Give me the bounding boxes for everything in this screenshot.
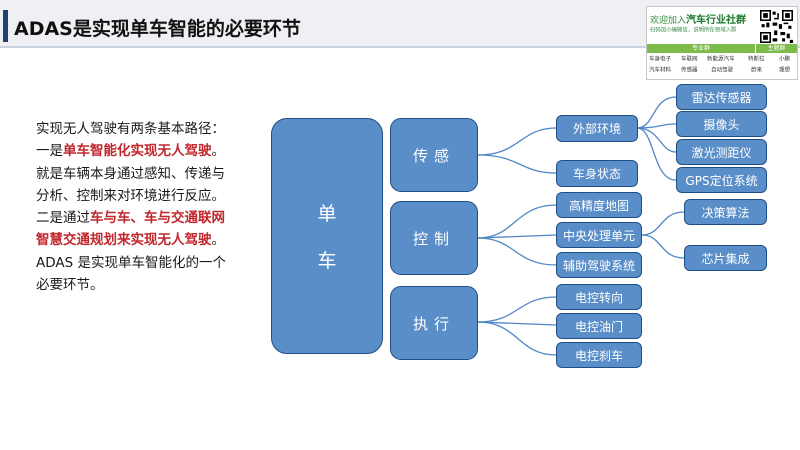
intro-line: 一是单车智能化实现无人驾驶。 <box>36 140 280 162</box>
promo-group-header: 专业群 <box>647 44 755 53</box>
node-driver-assist: 辅助驾驶系统 <box>556 252 642 278</box>
root-node-char: 车 <box>317 250 337 272</box>
promo-welcome: 欢迎加入汽车行业社群 <box>650 11 746 26</box>
promo-group-cell: 蔚来 <box>751 66 763 74</box>
promo-group-cell: 车联网 <box>681 55 698 63</box>
promo-group-cell: 小鹏 <box>779 55 791 63</box>
intro-line: 智慧交通规划来实现无人驾驶。 <box>36 229 280 251</box>
promo-group-cell: 自动驾驶 <box>711 66 734 74</box>
intro-prefix: 二是通过 <box>36 210 90 227</box>
node-vehicle-status: 车身状态 <box>556 160 638 187</box>
node-cpu: 中央处理单元 <box>556 222 642 248</box>
header-accent <box>3 10 8 42</box>
category-perception: 传感 <box>390 118 478 192</box>
intro-line: 分析、控制来对环境进行反应。 <box>36 187 225 204</box>
connector <box>636 127 677 153</box>
promo-group-cell: 汽车材料 <box>649 66 672 74</box>
root-node-single-vehicle: 单 车 <box>271 118 383 354</box>
intro-line: 二是通过车与车、车与交通联网 <box>36 207 280 229</box>
intro-suffix: 。 <box>211 232 226 249</box>
intro-line: 必要环节。 <box>36 277 104 294</box>
connector <box>477 127 557 156</box>
connector <box>477 296 557 323</box>
connector <box>477 321 557 326</box>
header-divider <box>0 46 800 48</box>
node-camera: 摄像头 <box>676 111 767 137</box>
qr-code-icon <box>760 10 793 43</box>
connector <box>636 96 677 129</box>
intro-line: 就是车辆本身通过感知、传递与 <box>36 165 225 182</box>
community-promo-panel: 欢迎加入汽车行业社群 扫码加小编微信，说明所在领域入群 专业群 主题群 车身电子… <box>646 6 798 80</box>
connector <box>477 321 557 356</box>
node-gps: GPS定位系统 <box>676 167 767 193</box>
intro-prefix: 一是 <box>36 143 63 160</box>
promo-welcome-highlight: 汽车行业社群 <box>686 15 747 26</box>
category-control: 控制 <box>390 201 478 275</box>
intro-text: 实现无人驾驶有两条基本路径： 一是单车智能化实现无人驾驶。 就是车辆本身通过感知… <box>36 118 280 296</box>
promo-group-cell: 新能源汽车 <box>707 55 735 63</box>
connector <box>477 234 557 239</box>
intro-line: ADAS 是实现单车智能化的一个 <box>36 254 226 271</box>
promo-group-cell: 特斯拉 <box>748 55 765 63</box>
intro-line: 实现无人驾驶有两条基本路径： <box>36 121 225 137</box>
node-electronic-throttle: 电控油门 <box>556 313 642 339</box>
intro-highlight: 智慧交通规划来实现无人驾驶 <box>36 232 212 249</box>
connector <box>641 211 685 236</box>
node-radar-sensor: 雷达传感器 <box>676 84 767 110</box>
root-node-char: 单 <box>317 203 337 225</box>
node-electronic-steering: 电控转向 <box>556 284 642 310</box>
node-decision-algorithm: 决策算法 <box>684 199 767 225</box>
intro-suffix: 。 <box>211 143 226 160</box>
node-external-environment: 外部环境 <box>556 115 638 142</box>
connector <box>477 154 557 174</box>
intro-highlight: 单车智能化实现无人驾驶 <box>63 143 212 160</box>
connector <box>477 204 557 239</box>
promo-subtitle: 扫码加小编微信，说明所在领域入群 <box>650 26 737 34</box>
promo-welcome-prefix: 欢迎加入 <box>650 16 687 26</box>
node-electronic-brake: 电控刹车 <box>556 342 642 368</box>
promo-group-cell: 传感器 <box>681 66 698 74</box>
promo-group-header: 主题群 <box>756 44 797 53</box>
node-lidar: 激光测距仪 <box>676 139 767 165</box>
connector <box>641 234 685 259</box>
category-execution: 执行 <box>390 286 478 360</box>
slide-title: ADAS是实现单车智能的必要环节 <box>14 18 301 40</box>
node-chip-integration: 芯片集成 <box>684 245 767 271</box>
connector <box>636 127 677 181</box>
promo-group-cell: 理想 <box>779 66 791 74</box>
promo-group-table: 专业群 主题群 车身电子 车联网 新能源汽车 特斯拉 小鹏 汽车材料 传感器 自… <box>647 44 797 79</box>
node-hd-map: 高精度地图 <box>556 192 642 218</box>
connector <box>477 237 557 266</box>
intro-highlight: 车与车、车与交通联网 <box>90 210 225 227</box>
promo-group-cell: 车身电子 <box>649 55 672 63</box>
